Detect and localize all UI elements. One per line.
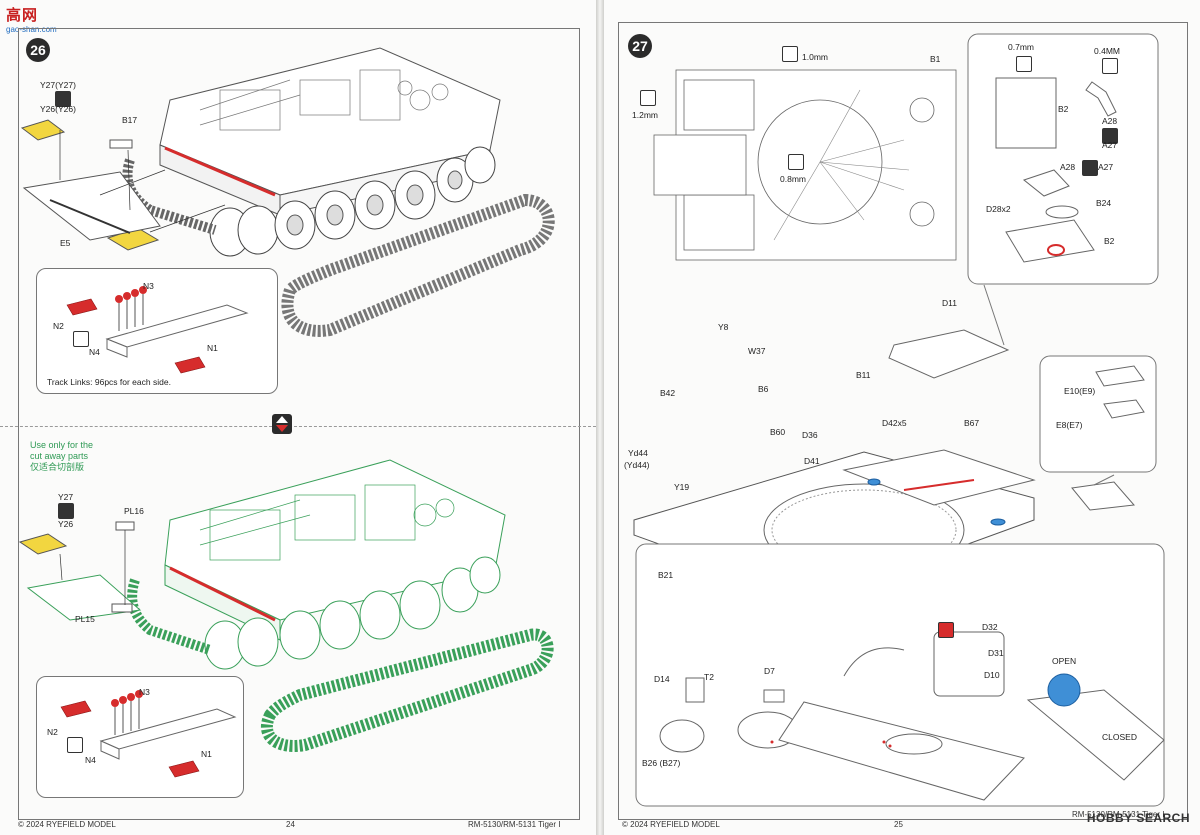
label-y8: Y8 [718,322,729,332]
right-page: 27 [604,0,1200,835]
label-b42: B42 [660,388,676,398]
drill-icon [1016,56,1032,72]
cutaway-note-cn: 仅适合切剖版 [30,462,85,472]
label-n4: N4 [89,347,100,357]
label-y26: Y26(Y26) [40,104,76,114]
label-e8: E8(E7) [1056,420,1083,430]
label-n4-bottom: N4 [85,755,96,765]
label-b1: B1 [930,54,941,64]
page-frame-right [618,22,1188,820]
drill-icon [788,154,804,170]
step-number-right: 27 [628,34,652,58]
label-yd44: Yd44 [628,448,648,458]
label-closed: CLOSED [1102,732,1137,742]
label-d42: D42x5 [882,418,907,428]
label-yd44-paren: (Yd44) [624,460,650,470]
watermark-url: gao-shan.com [6,25,57,34]
drill-icon [640,90,656,106]
label-d14: D14 [654,674,670,684]
label-e5: E5 [60,238,71,248]
engine-deck-drawing [633,33,1165,807]
left-page: 高网 gao-shan.com 26 [0,0,596,835]
track-link-inset: N3 N2 N4 N1 Track Links: 96pcs for each … [36,268,278,394]
cutaway-note-line2: cut away parts [30,451,89,461]
label-1-0mm: 1.0mm [802,52,828,62]
label-d10: D10 [984,670,1000,680]
remove-icon [1082,160,1098,176]
drill-icon [1102,58,1118,74]
label-d28: D28x2 [986,204,1011,214]
brand-watermark: HOBBY SEARCH [1086,811,1190,825]
page-number: 24 [286,820,295,829]
label-d31: D31 [988,648,1004,658]
label-b6: B6 [758,384,769,394]
footer-model-right: RM-5130/RM-5131 Tiger I [1072,810,1165,819]
label-w37: W37 [748,346,766,356]
label-b24: B24 [1096,198,1112,208]
label-e10: E10(E9) [1064,386,1096,396]
label-n2: N2 [53,321,64,331]
label-b11: B11 [856,370,871,380]
cutaway-note-line1: Use only for the [30,440,94,450]
remove-icon [55,91,71,107]
label-n1: N1 [207,343,218,353]
label-y26-bottom: Y26 [58,519,74,529]
flip-arrows-icon [272,414,292,434]
label-a28-b: A28 [1060,162,1076,172]
gutter [596,0,604,835]
label-n3-bottom: N3 [139,687,150,697]
label-b67: B67 [964,418,980,428]
page-number-right: 25 [894,820,903,829]
glue-icon [67,737,83,753]
remove-icon [58,503,74,519]
track-link-inset-bottom: N3 N2 N4 N1 [36,676,244,798]
label-d7: D7 [764,666,775,676]
label-t2: T2 [704,672,714,682]
label-b2: B2 [1058,104,1069,114]
remove-icon [938,622,954,638]
label-open: OPEN [1052,656,1077,666]
label-pl16: PL16 [124,506,144,516]
label-0-4mm: 0.4MM [1094,46,1120,56]
label-1-2mm: 1.2mm [632,110,658,120]
label-n2-bottom: N2 [47,727,58,737]
drill-icon [782,46,798,62]
footer-model: RM-5130/RM-5131 Tiger I [468,820,561,829]
label-b2-b: B2 [1104,236,1115,246]
watermark-site: 高网 [6,7,39,24]
label-b21: B21 [658,570,674,580]
label-a27: A27 [1102,140,1118,150]
label-n3: N3 [143,281,154,291]
label-d41: D41 [804,456,820,466]
label-d32: D32 [982,622,998,632]
tank-cutaway-drawing [18,459,554,752]
label-b17: B17 [122,115,138,125]
section-divider [0,426,596,427]
page-frame [18,28,580,820]
label-0-7mm: 0.7mm [1008,42,1034,52]
watermark: 高网 gao-shan.com [6,4,57,34]
label-a27-b: A27 [1098,162,1114,172]
label-pl15: PL15 [75,614,95,624]
label-b26: B26 (B27) [642,758,681,768]
label-d36: D36 [802,430,818,440]
label-b60: B60 [770,427,786,437]
track-link-drawing [66,286,249,374]
label-y27-bottom: Y27 [58,492,74,502]
label-n1-bottom: N1 [201,749,212,759]
label-y27: Y27(Y27) [40,80,76,90]
tank-hull-drawing-top [20,47,555,341]
label-0-8mm: 0.8mm [780,174,806,184]
label-a28: A28 [1102,116,1118,126]
step-number: 26 [26,38,50,62]
cutaway-note: Use only for the cut away parts 仅适合切剖版 [30,440,93,473]
footer-copyright: © 2024 RYEFIELD MODEL [18,820,116,829]
track-links-note: Track Links: 96pcs for each side. [47,377,171,387]
track-link-drawing-bottom [60,690,237,778]
label-y19: Y19 [674,482,690,492]
footer-copyright-right: © 2024 RYEFIELD MODEL [622,820,720,829]
remove-icon [1102,128,1118,144]
label-d11: D11 [942,298,957,308]
glue-icon [73,331,89,347]
